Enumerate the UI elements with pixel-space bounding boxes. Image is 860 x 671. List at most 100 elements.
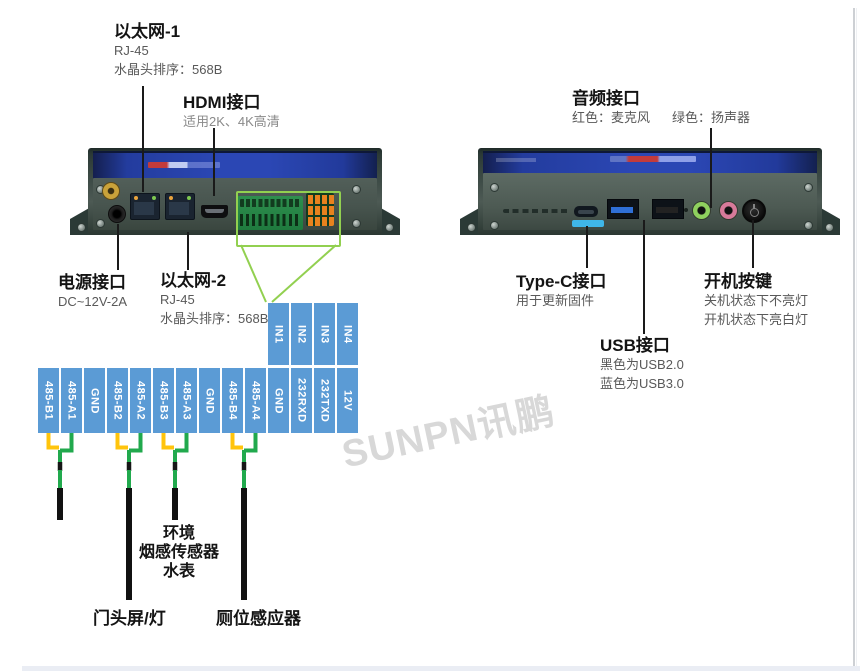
brand-logo bbox=[148, 162, 220, 168]
label-sensor-group: 环境 烟感传感器 水表 bbox=[131, 524, 227, 581]
pin-cell: 485-A1 bbox=[61, 368, 82, 433]
power-icon-bar bbox=[753, 204, 755, 209]
watermark: SUNPN讯鹏 bbox=[338, 390, 559, 477]
audio-sub1: 红色：麦克风 bbox=[572, 110, 651, 126]
pin-cell: 485-A3 bbox=[176, 368, 197, 433]
line-audio bbox=[710, 128, 712, 208]
usb2-port bbox=[652, 199, 684, 219]
panel-text-hint bbox=[496, 158, 536, 162]
screw bbox=[490, 183, 499, 192]
screw bbox=[352, 219, 361, 228]
line-eth1 bbox=[142, 86, 144, 192]
annotation-hdmi: HDMI接口 适用2K、4K高清 bbox=[183, 93, 280, 132]
audio-jack-mic bbox=[719, 201, 738, 220]
eth2-sub2: 水晶头排序：568B bbox=[160, 310, 269, 326]
highlight-outline bbox=[236, 191, 341, 247]
audio-jack-speaker bbox=[692, 201, 711, 220]
rj45-slot bbox=[134, 202, 154, 215]
power-key-sub2: 开机状态下亮白灯 bbox=[704, 311, 809, 327]
screw bbox=[467, 223, 476, 232]
wire-pair-4 bbox=[230, 433, 258, 600]
pin-cell: 232RXD bbox=[291, 368, 312, 433]
page-edge-line-light bbox=[856, 8, 857, 671]
hdmi-sub1: 适用2K、4K高清 bbox=[183, 114, 280, 130]
eth2-sub1: RJ-45 bbox=[160, 292, 195, 308]
pin-cell: GND bbox=[84, 368, 105, 433]
annotation-power: 电源接口 DC~12V-2A bbox=[58, 273, 127, 312]
annotation-power-key: 开机按键 关机状态下不亮灯 开机状态下亮白灯 bbox=[704, 272, 808, 329]
audio-title: 音频接口 bbox=[572, 89, 640, 108]
terminal-screws bbox=[240, 199, 300, 207]
label-toilet-sensor: 厕位感应器 bbox=[216, 609, 301, 628]
screw bbox=[96, 219, 105, 228]
annotation-eth2: 以太网-2 RJ-45 水晶头排序：568B bbox=[160, 271, 268, 328]
vent-holes bbox=[503, 209, 571, 213]
pin-cell: 232TXD bbox=[314, 368, 335, 433]
eth2-title: 以太网-2 bbox=[160, 271, 227, 290]
led-orange bbox=[134, 196, 138, 200]
audio-subline: 红色：麦克风 绿色：扬声器 bbox=[572, 109, 750, 127]
screw bbox=[385, 223, 394, 232]
eth1-sub1: RJ-45 bbox=[114, 43, 149, 59]
line-typec bbox=[586, 226, 588, 268]
usb3-port bbox=[607, 199, 639, 219]
screw bbox=[804, 183, 813, 192]
power-key-title: 开机按键 bbox=[704, 272, 772, 291]
dc-power-jack bbox=[108, 205, 126, 223]
hdmi-title: HDMI接口 bbox=[183, 93, 261, 112]
screw bbox=[804, 221, 813, 230]
annotation-typec: Type-C接口 用于更新固件 bbox=[516, 272, 606, 311]
screw bbox=[77, 223, 86, 232]
reset-pinhole bbox=[684, 208, 688, 212]
rj45-slot bbox=[169, 202, 189, 215]
annotation-eth1: 以太网-1 RJ-45 水晶头排序：568B bbox=[114, 22, 222, 79]
power-key-sub1: 关机状态下不亮灯 bbox=[704, 293, 809, 309]
pin-row-inputs: IN1 IN2 IN3 IN4 bbox=[268, 303, 358, 365]
sensor-line1: 环境 bbox=[162, 525, 195, 542]
pin-cell: GND bbox=[268, 368, 289, 433]
usb-sub2: 蓝色为USB3.0 bbox=[600, 375, 684, 391]
line-power-key bbox=[752, 220, 754, 268]
usb-sub1: 黑色为USB2.0 bbox=[600, 357, 684, 373]
line-usb bbox=[643, 220, 645, 334]
type-c-port bbox=[574, 206, 598, 217]
device-front-face bbox=[483, 173, 817, 230]
power-sub1: DC~12V-2A bbox=[58, 294, 128, 310]
device-top-panel bbox=[483, 151, 817, 175]
ethernet-port-2 bbox=[165, 193, 195, 220]
power-button bbox=[742, 199, 766, 223]
pin-cell: 485-A2 bbox=[130, 368, 151, 433]
power-title: 电源接口 bbox=[58, 273, 126, 292]
wire-pair-3 bbox=[161, 433, 189, 520]
pin-cell-in3: IN3 bbox=[314, 303, 335, 365]
sensor-line3: 水表 bbox=[162, 563, 195, 580]
usb-title: USB接口 bbox=[600, 336, 670, 355]
wire-pair-1 bbox=[46, 433, 74, 520]
line-power bbox=[117, 224, 119, 270]
terminal-block-orange bbox=[306, 193, 334, 226]
pin-cell: 485-B1 bbox=[38, 368, 59, 433]
pin-cell: GND bbox=[199, 368, 220, 433]
pin-cell-in4: IN4 bbox=[337, 303, 358, 365]
led-green bbox=[152, 196, 156, 200]
hdmi-port bbox=[201, 205, 228, 218]
usb2-tongue bbox=[656, 207, 678, 213]
antenna-connector bbox=[102, 182, 120, 200]
pin-cell: 12V bbox=[337, 368, 358, 433]
sensor-line2: 烟感传感器 bbox=[138, 544, 219, 561]
eth1-title: 以太网-1 bbox=[114, 22, 181, 41]
power-icon bbox=[750, 208, 759, 217]
left-device bbox=[70, 145, 400, 237]
screw bbox=[825, 223, 834, 232]
annotation-audio: 音频接口 红色：麦克风 绿色：扬声器 bbox=[572, 89, 750, 128]
line-eth2 bbox=[187, 232, 189, 270]
ethernet-port-1 bbox=[130, 193, 160, 220]
audio-sub2: 绿色：扬声器 bbox=[672, 110, 751, 126]
pin-cell: 485-A4 bbox=[245, 368, 266, 433]
page-edge-line bbox=[853, 8, 855, 671]
device-top-panel bbox=[93, 151, 377, 180]
terminal-slots bbox=[240, 214, 300, 226]
brand-logo bbox=[610, 156, 696, 162]
pin-cell-in1: IN1 bbox=[268, 303, 289, 365]
annotation-usb: USB接口 黑色为USB2.0 蓝色为USB3.0 bbox=[600, 336, 684, 393]
